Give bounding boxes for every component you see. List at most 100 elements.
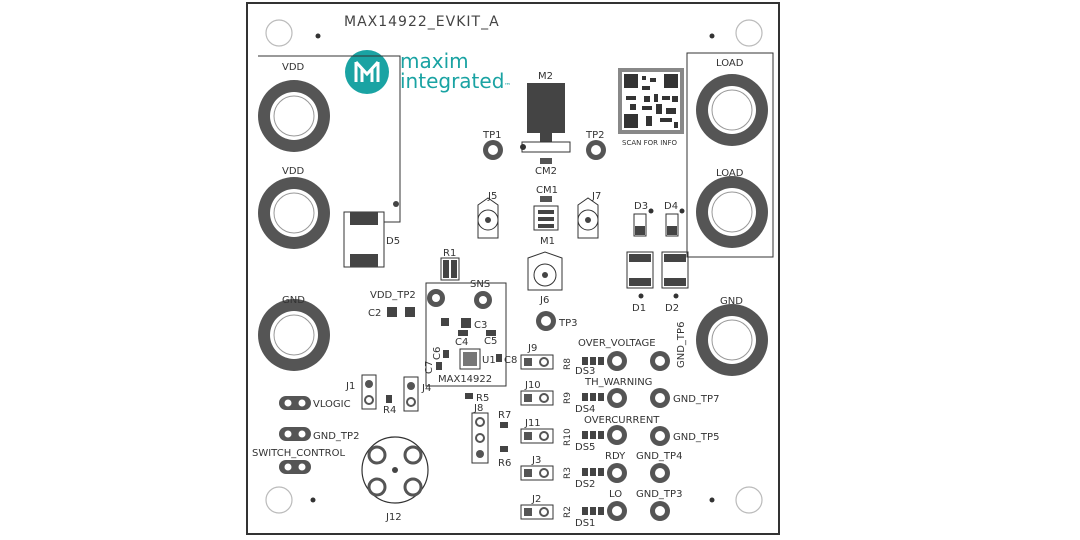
gnd-terminal-left xyxy=(258,299,330,371)
vdd-terminal-1 xyxy=(258,80,330,152)
connector-j7 xyxy=(577,197,599,239)
gnd-terminal-right xyxy=(696,304,768,376)
test-point-gnd-tp4 xyxy=(650,463,670,483)
ic-u1 xyxy=(459,348,481,370)
test-point-gnd-tp5 xyxy=(650,426,670,446)
label-sns: SNS xyxy=(470,279,490,290)
label-r1: R1 xyxy=(443,248,456,259)
label-gnd-tp2: GND_TP2 xyxy=(313,431,359,442)
test-point-tp2 xyxy=(586,140,606,160)
label-cm1: CM1 xyxy=(536,185,558,196)
header-switch-control xyxy=(279,460,311,474)
label-switch-control: SWITCH_CONTROL xyxy=(252,448,345,459)
label-load-1: LOAD xyxy=(716,58,744,69)
label-j1: J1 xyxy=(345,381,355,392)
label-d1: D1 xyxy=(632,303,646,314)
label-ds4: DS4 xyxy=(575,404,595,415)
header-gnd-tp2 xyxy=(279,427,311,441)
test-point-vdd-tp2 xyxy=(427,289,445,307)
test-point-gnd-tp7 xyxy=(650,388,670,408)
label-overcurrent: OVERCURRENT xyxy=(584,415,660,426)
test-point-rdy xyxy=(607,463,627,483)
label-gnd-left: GND xyxy=(282,295,305,306)
qr-code xyxy=(618,68,684,134)
row-j9: J9 R8 DS3 xyxy=(520,343,604,377)
label-r4: R4 xyxy=(383,405,396,416)
label-ds1: DS1 xyxy=(575,518,595,529)
connector-j5 xyxy=(477,197,499,239)
vdd-terminal-2 xyxy=(258,177,330,249)
label-gnd-tp7: GND_TP7 xyxy=(673,394,719,405)
label-vlogic: VLOGIC xyxy=(313,399,351,410)
mosfet-m2 xyxy=(527,83,565,142)
label-load-2: LOAD xyxy=(716,168,744,179)
label-vdd-1: VDD xyxy=(282,62,305,73)
logo-line1: maxim xyxy=(400,49,469,73)
label-c6: C6 xyxy=(432,347,443,360)
test-point-tp3 xyxy=(536,311,556,331)
test-point-gnd-tp6 xyxy=(650,351,670,371)
label-gnd-tp5: GND_TP5 xyxy=(673,432,719,443)
test-point-lo xyxy=(607,501,627,521)
label-d5: D5 xyxy=(386,236,400,247)
label-ds3: DS3 xyxy=(575,366,595,377)
label-d2: D2 xyxy=(665,303,679,314)
test-point-gnd-tp3 xyxy=(650,501,670,521)
logo-line2: integrated xyxy=(400,69,504,93)
label-r9: R9 xyxy=(563,392,573,404)
label-th-warning: TH_WARNING xyxy=(584,377,652,388)
diode-d5 xyxy=(343,201,399,268)
label-vdd-tp2: VDD_TP2 xyxy=(370,290,416,301)
label-gnd-right: GND xyxy=(720,296,743,307)
label-j11: J11 xyxy=(524,418,541,429)
label-d4: D4 xyxy=(664,201,678,212)
mosfet-m1 xyxy=(533,205,559,231)
logo-tm: ™ xyxy=(504,82,511,90)
label-ds5: DS5 xyxy=(575,442,595,453)
connector-j6 xyxy=(527,251,563,291)
row-j3: J3 R3 DS2 xyxy=(520,455,604,490)
label-r5: R5 xyxy=(476,393,489,404)
header-vlogic xyxy=(279,396,311,410)
label-tp2: TP2 xyxy=(585,130,605,141)
label-j3: J3 xyxy=(531,455,541,466)
label-d3: D3 xyxy=(634,201,648,212)
qr-caption: SCAN FOR INFO xyxy=(622,139,678,147)
mounting-holes xyxy=(265,19,763,514)
label-gnd-tp4: GND_TP4 xyxy=(636,451,682,462)
label-gnd-tp6: GND_TP6 xyxy=(676,322,687,368)
label-r6: R6 xyxy=(498,458,511,469)
label-c4: C4 xyxy=(455,337,468,348)
row-j10: J10 R9 DS4 xyxy=(520,380,604,415)
label-c5: C5 xyxy=(484,336,497,347)
ic-label: MAX14922 xyxy=(438,374,492,385)
label-m2: M2 xyxy=(538,71,553,82)
label-j2: J2 xyxy=(531,494,541,505)
label-vdd-2: VDD xyxy=(282,166,305,177)
board-title: MAX14922_EVKIT_A xyxy=(344,14,500,30)
label-rdy: RDY xyxy=(605,451,626,462)
test-point-overcurrent xyxy=(607,425,627,445)
label-j4: J4 xyxy=(421,383,431,394)
ic-outline xyxy=(425,282,507,387)
diode-d1 xyxy=(626,251,654,289)
label-j7: J7 xyxy=(591,191,601,202)
label-j10: J10 xyxy=(524,380,541,391)
row-j2: J2 R2 DS1 xyxy=(520,494,604,529)
label-lo: LO xyxy=(609,489,622,500)
label-ds2: DS2 xyxy=(575,479,595,490)
label-over-voltage: OVER_VOLTAGE xyxy=(578,338,656,349)
load-terminal-2 xyxy=(696,176,768,248)
connector-j12 xyxy=(361,436,429,504)
label-cm2: CM2 xyxy=(535,166,557,177)
label-j8: J8 xyxy=(473,403,483,414)
label-r10: R10 xyxy=(563,428,573,446)
label-j5: J5 xyxy=(487,191,497,202)
label-c2: C2 xyxy=(368,308,381,319)
test-point-tp1 xyxy=(483,140,503,160)
label-m1: M1 xyxy=(540,236,555,247)
label-r8: R8 xyxy=(563,358,573,370)
header-j4 xyxy=(403,376,419,412)
label-c3: C3 xyxy=(474,320,487,331)
label-tp1: TP1 xyxy=(482,130,502,141)
